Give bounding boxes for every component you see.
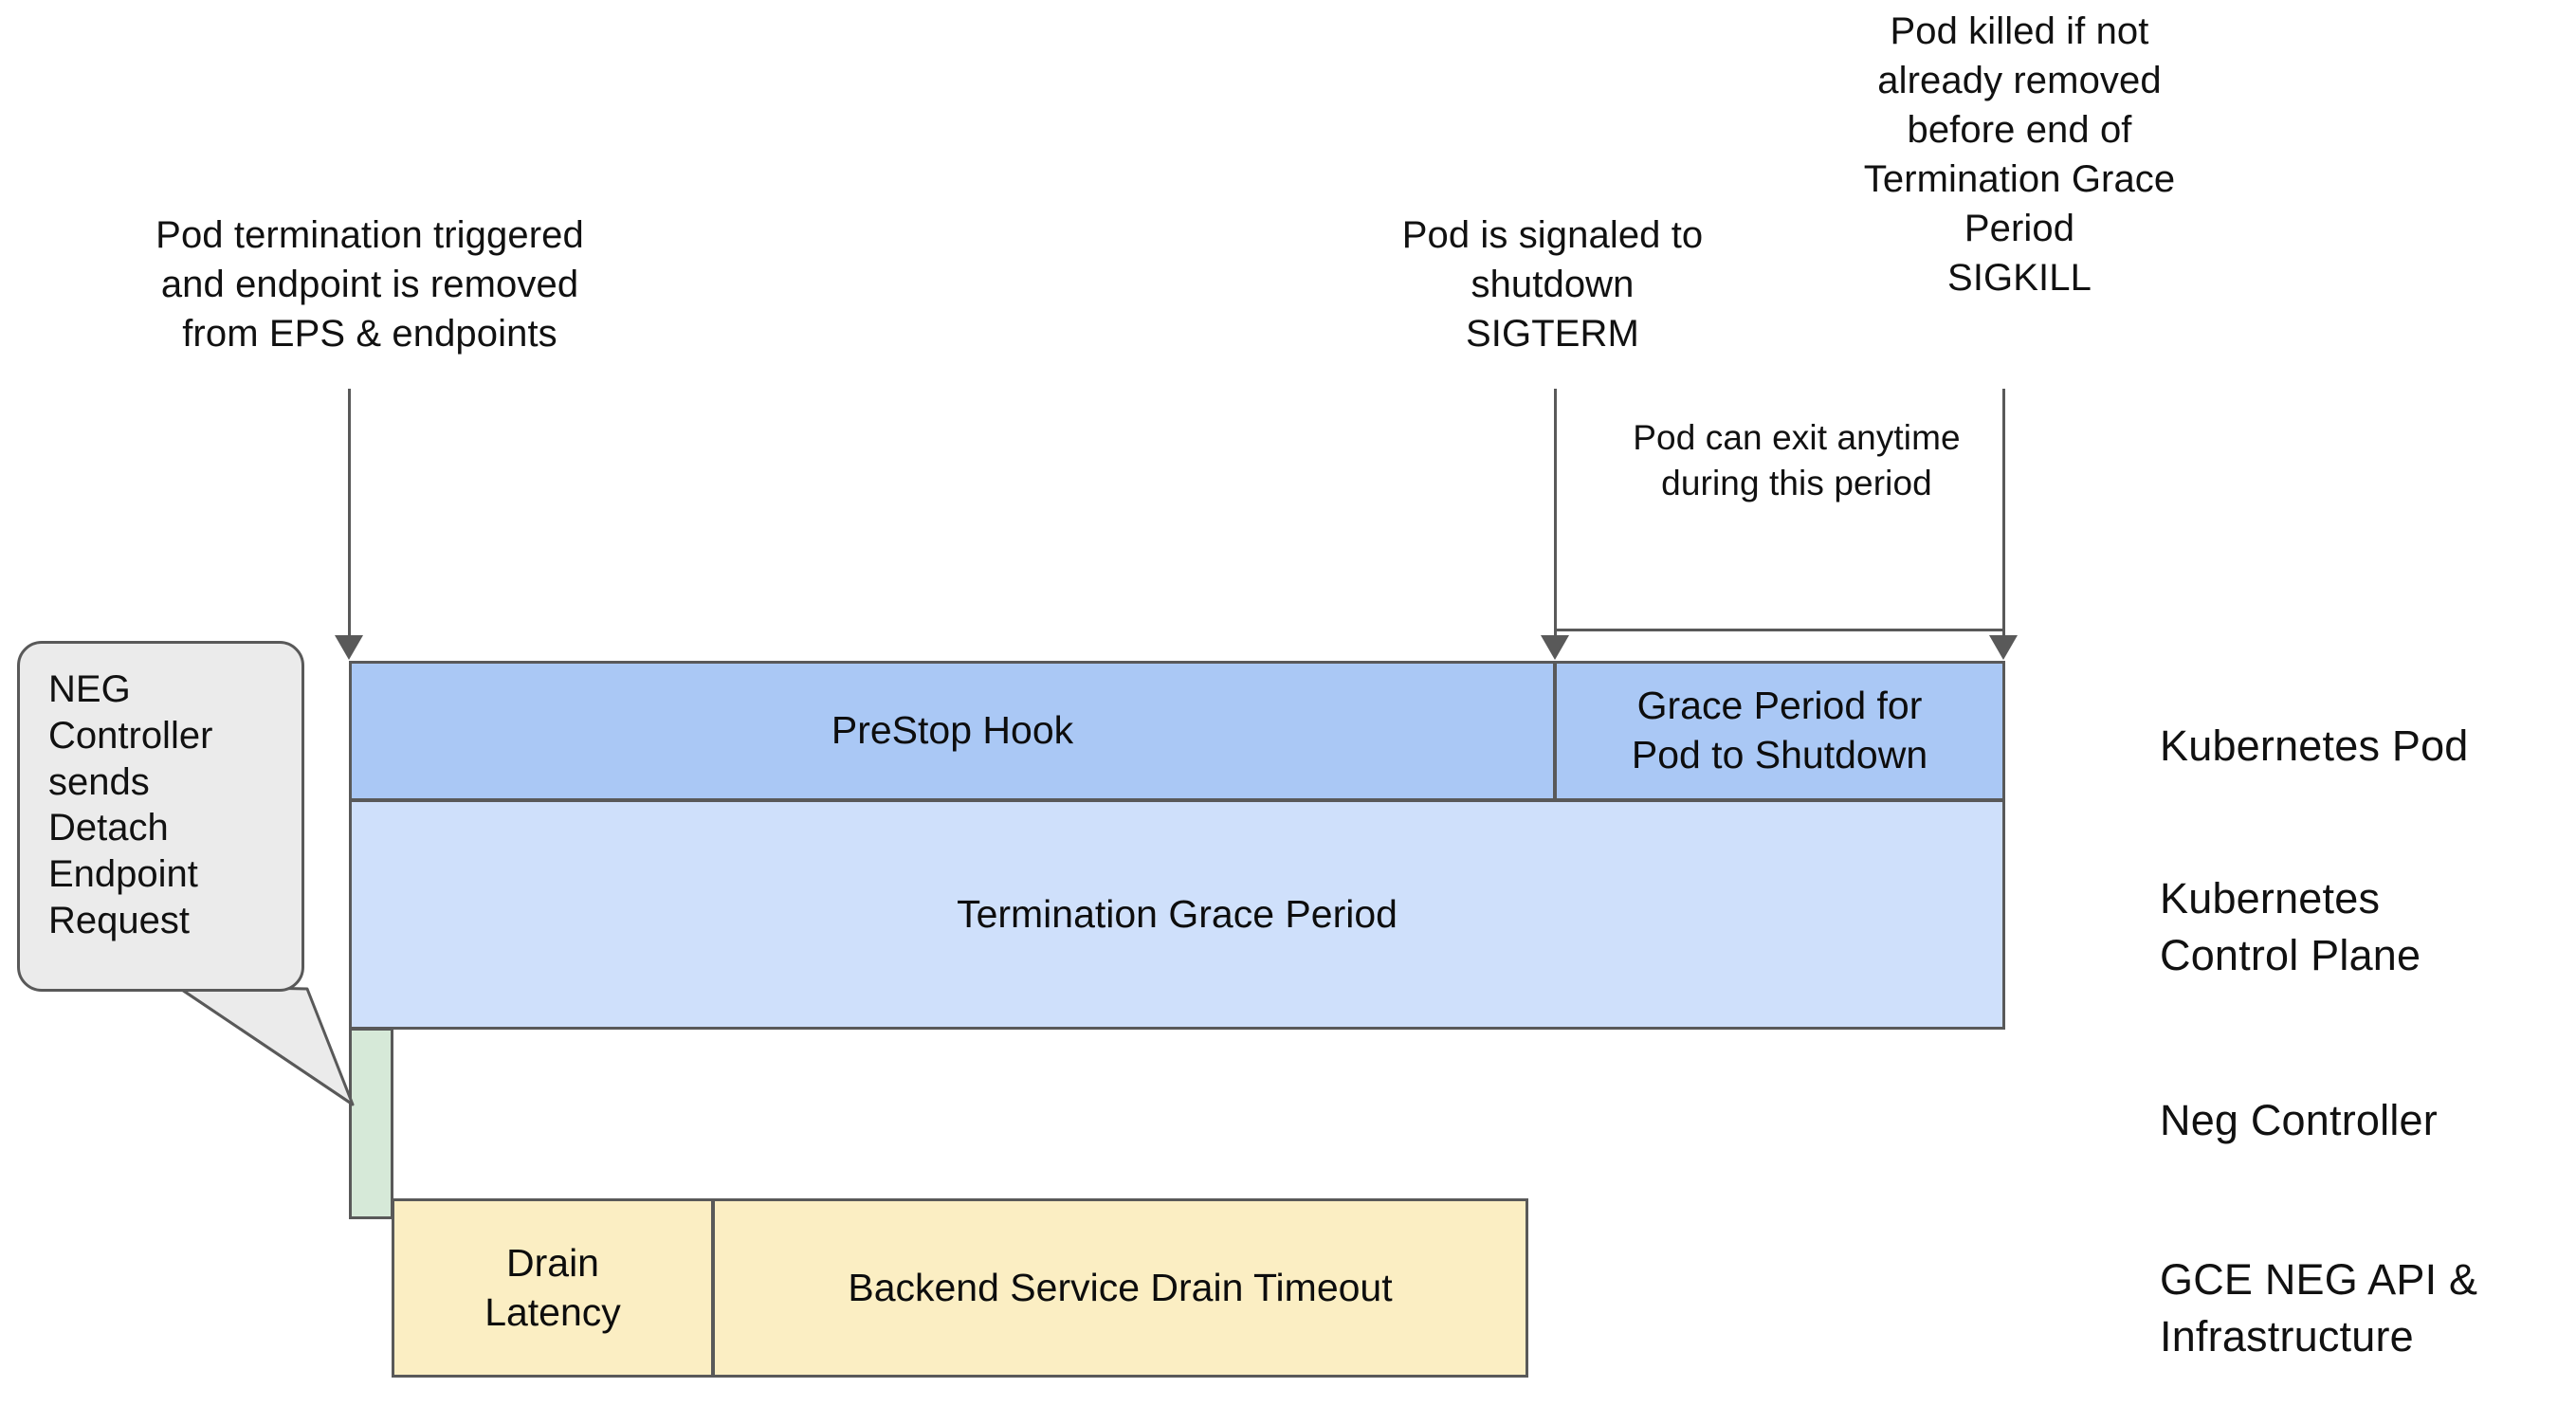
- bracket-connector-pod-can-exit: [1554, 629, 2005, 631]
- connector-line-sigterm: [1554, 389, 1557, 637]
- annotation-pod-can-exit-anytime: Pod can exit anytime during this period: [1633, 418, 1961, 503]
- bar-drain-latency[interactable]: Drain Latency: [392, 1198, 714, 1378]
- connector-line-sigkill: [2002, 389, 2005, 637]
- lane-label-kubernetes-pod: Kubernetes Pod: [2160, 721, 2469, 770]
- connector-line-termination-triggered: [348, 389, 351, 637]
- annotation-pod-termination-triggered: Pod termination triggered and endpoint i…: [155, 214, 584, 355]
- bar-backend-service-drain-timeout[interactable]: Backend Service Drain Timeout: [712, 1198, 1528, 1378]
- lane-label-kubernetes-control-plane: Kubernetes Control Plane: [2160, 874, 2421, 979]
- arrow-down-icon-sigterm: [1541, 635, 1569, 660]
- lane-label-neg-controller: Neg Controller: [2160, 1096, 2438, 1144]
- callout-neg-controller-detach: NEG Controller sends Detach Endpoint Req…: [17, 641, 304, 992]
- annotation-pod-killed-sigkill: Pod killed if not already removed before…: [1863, 10, 2176, 299]
- bar-grace-period-for-pod-to-shutdown[interactable]: Grace Period for Pod to Shutdown: [1554, 661, 2005, 801]
- lane-label-gce-neg-api: GCE NEG API & Infrastructure: [2160, 1255, 2478, 1360]
- annotation-pod-signaled-shutdown: Pod is signaled to shutdown SIGTERM: [1401, 214, 1704, 355]
- bar-neg-detach[interactable]: [349, 1028, 393, 1219]
- bar-termination-grace-period[interactable]: Termination Grace Period: [349, 799, 2005, 1030]
- arrow-down-icon-sigkill: [1989, 635, 2018, 660]
- bar-prestop-hook[interactable]: PreStop Hook: [349, 661, 1556, 801]
- arrow-down-icon-termination-triggered: [335, 635, 363, 660]
